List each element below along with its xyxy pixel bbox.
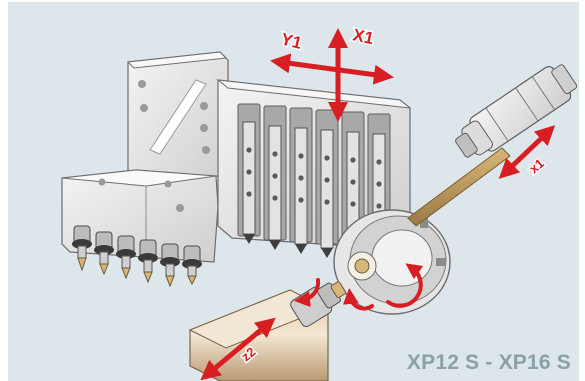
x1-top-label: X1 <box>351 25 375 48</box>
y1-label: Y1 <box>279 29 304 52</box>
counter-spindle <box>449 59 581 166</box>
x1-right-label: x1 <box>526 156 547 177</box>
sub-spindle <box>190 274 351 381</box>
y1-horizontal-arrow <box>280 62 384 76</box>
bar-stock-rod <box>408 148 510 226</box>
model-caption: XP12 S - XP16 S <box>407 351 571 375</box>
